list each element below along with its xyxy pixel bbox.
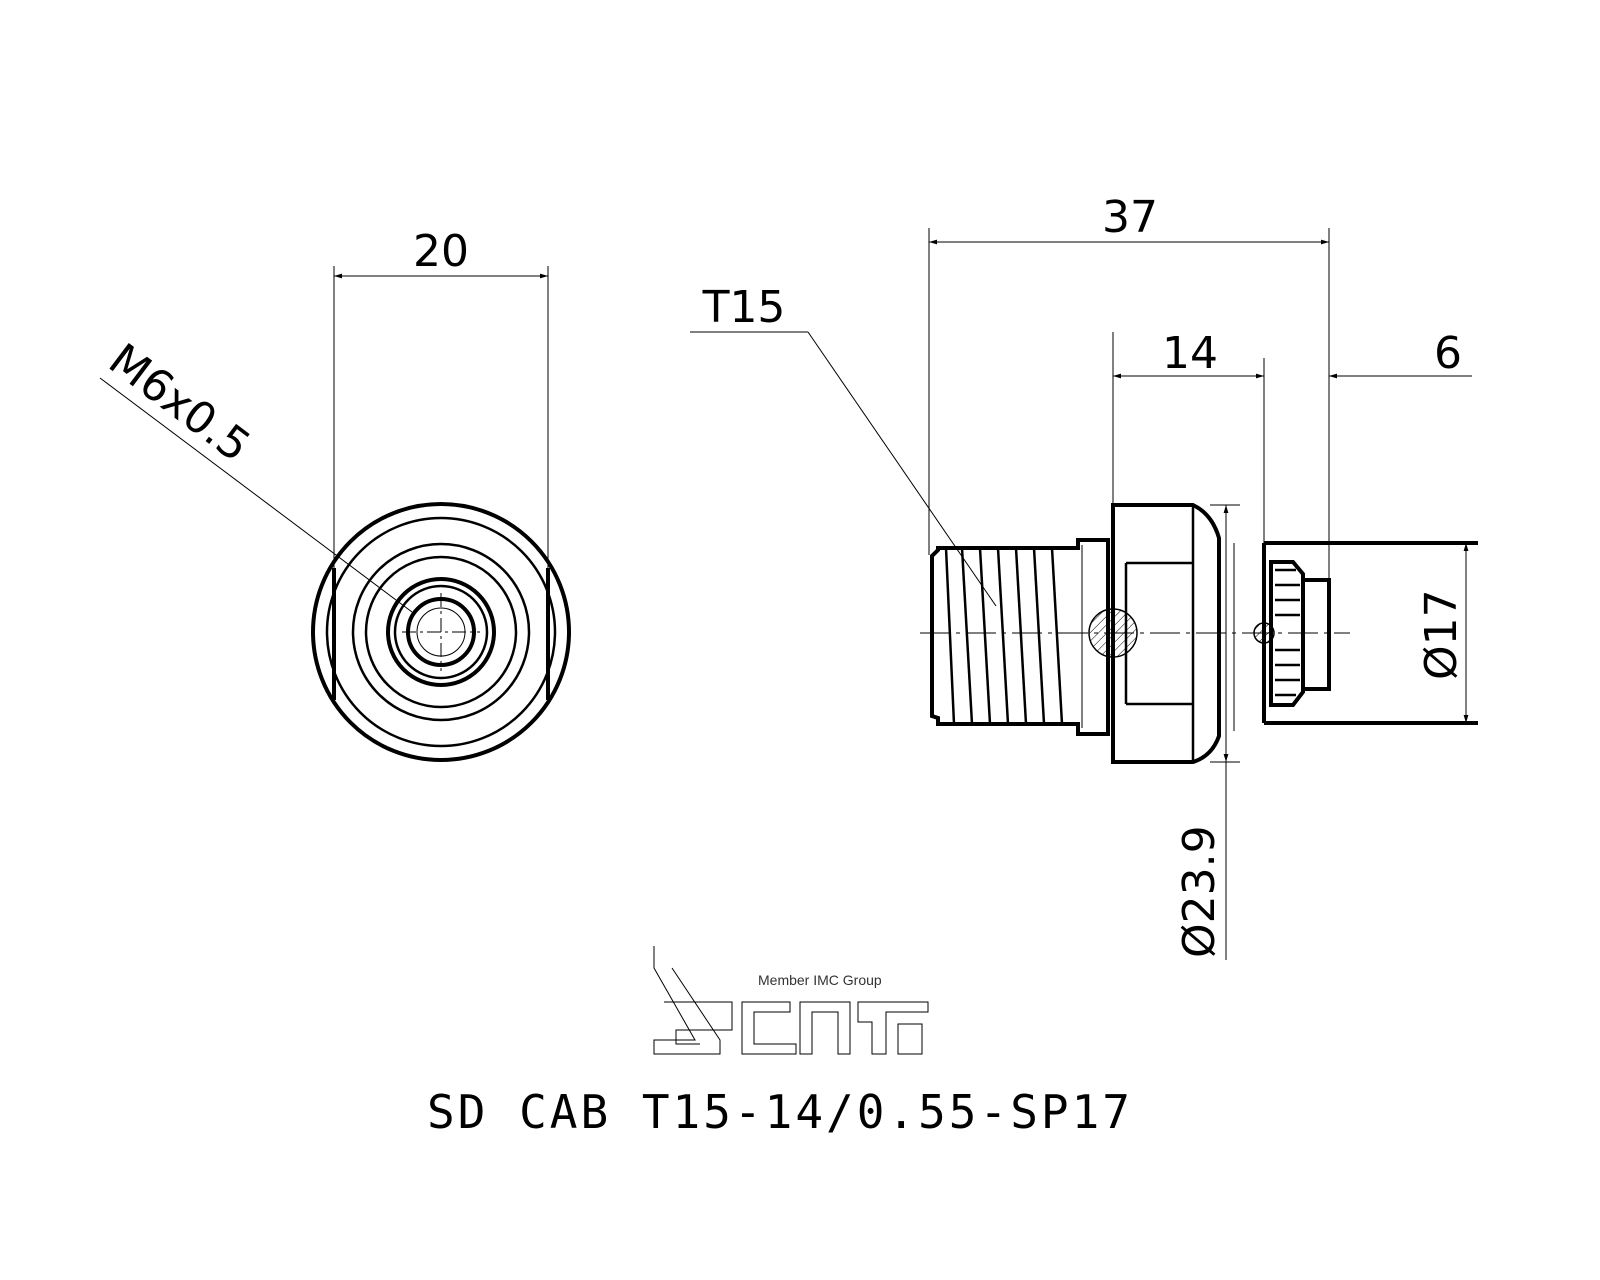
iscar-logo: Member IMC Group iscar bbox=[653, 946, 929, 1055]
dim-head-length: 14 bbox=[1162, 328, 1218, 379]
torx-label: T15 bbox=[702, 282, 786, 333]
logo-tagline: Member IMC Group bbox=[758, 972, 882, 988]
dim-tip-diameter: Ø17 bbox=[1416, 589, 1467, 680]
dim-overall-length: 37 bbox=[1102, 192, 1158, 243]
dim-front-width: 20 bbox=[413, 226, 469, 277]
part-number: SD CAB T15-14/0.55-SP17 bbox=[427, 1085, 1133, 1139]
dim-tip-length: 6 bbox=[1434, 328, 1462, 379]
dim-body-diameter: Ø23.9 bbox=[1174, 825, 1225, 958]
thread-label: M6x0.5 bbox=[99, 334, 259, 472]
front-view: 20 M6x0.5 bbox=[99, 226, 571, 762]
side-view: 37 14 6 T15 bbox=[690, 192, 1478, 960]
